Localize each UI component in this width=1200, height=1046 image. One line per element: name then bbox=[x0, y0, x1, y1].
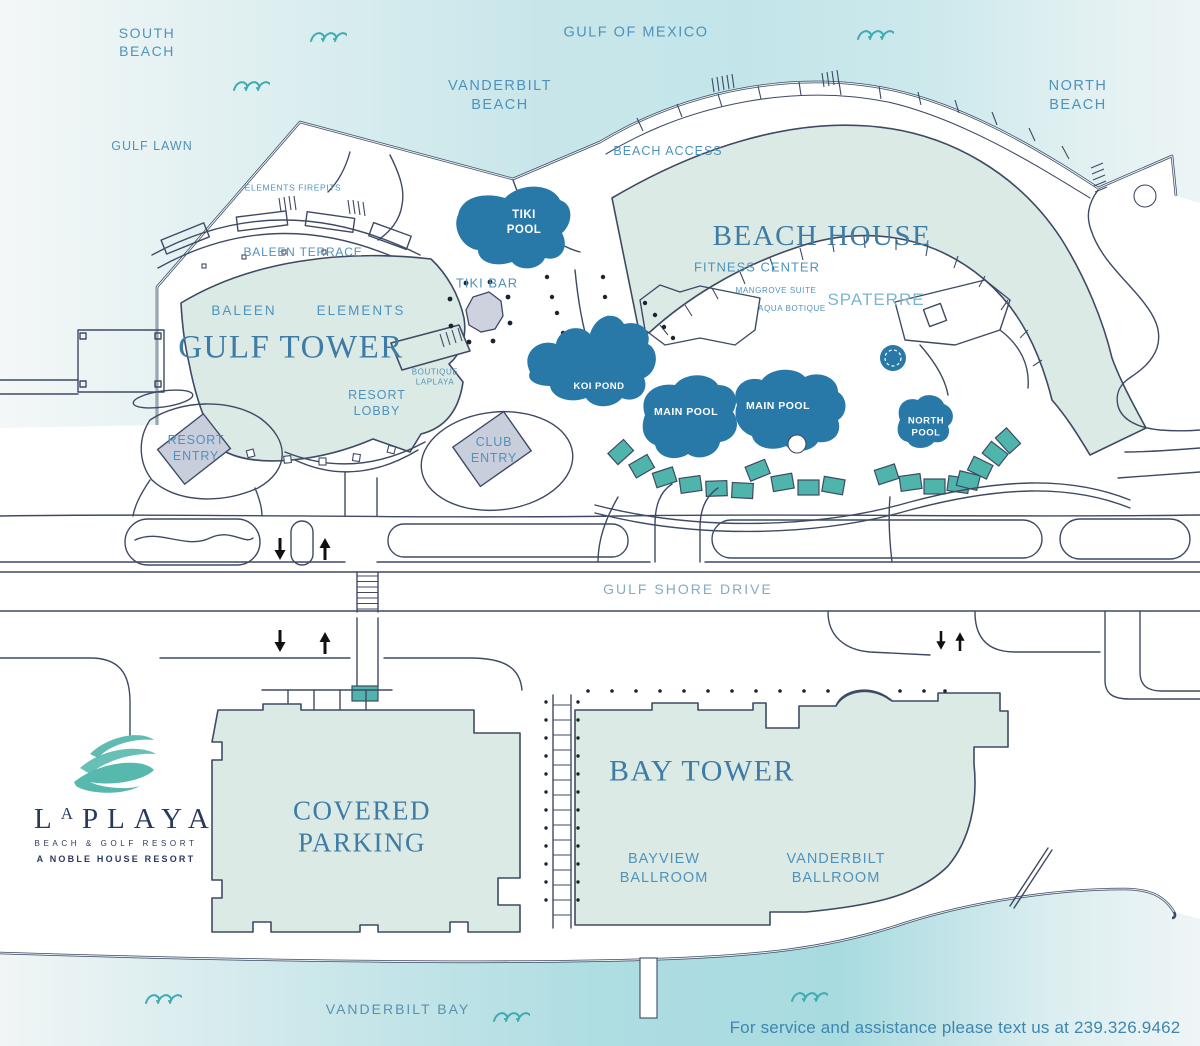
down-arrow bbox=[274, 630, 286, 652]
spaterre-hot-tub bbox=[880, 345, 906, 371]
label-tiki-pool: TIKI POOL bbox=[506, 209, 542, 236]
label-gulf-shore-drive: GULF SHORE DRIVE bbox=[603, 580, 773, 597]
label-covered-parking: COVERED PARKING bbox=[293, 795, 431, 858]
beach-house-balconies bbox=[659, 235, 1043, 367]
club-entry-loop bbox=[420, 410, 574, 512]
tiki-bar-octagon bbox=[465, 291, 504, 333]
vanderbilt-bay-water bbox=[0, 889, 1200, 1046]
tiki-bar-area bbox=[447, 279, 513, 345]
logo-tagline: BEACH & GOLF RESORT bbox=[34, 839, 198, 848]
gulf-water bbox=[0, 0, 1200, 428]
bay-tower-building bbox=[574, 689, 1009, 926]
gulf-shore-drive-road bbox=[0, 471, 1200, 736]
label-elements: ELEMENTS bbox=[316, 303, 406, 319]
koi-pond bbox=[527, 315, 656, 407]
gulf-lawn-structures bbox=[0, 329, 194, 409]
parking-ramp-lanes bbox=[261, 689, 393, 711]
north-walkway bbox=[1087, 189, 1200, 432]
label-bayview-ballroom: BAYVIEW BALLROOM bbox=[619, 851, 709, 886]
label-fitness-center: FITNESS CENTER bbox=[694, 259, 820, 275]
label-resort-entry: RESORT ENTRY bbox=[167, 432, 225, 463]
label-baleen: BALEEN bbox=[211, 303, 277, 319]
gulf-tower-building bbox=[180, 254, 466, 462]
label-spaterre: SPATERRE bbox=[827, 289, 925, 309]
north-beach-wedge bbox=[1090, 154, 1178, 208]
crosswalk bbox=[351, 571, 379, 702]
label-vanderbilt-bay: VANDERBILT BAY bbox=[325, 1000, 471, 1017]
up-arrow bbox=[319, 632, 331, 654]
label-club-entry: CLUB ENTRY bbox=[470, 434, 518, 465]
wedge-hot-tub bbox=[1133, 184, 1157, 208]
label-aqua-botique: AQUA BOTIQUE bbox=[758, 303, 826, 313]
traffic-arrows bbox=[274, 538, 965, 654]
label-boutique-laplaya: BOUTIQUE LAPLAYA bbox=[411, 367, 459, 387]
north-pool bbox=[897, 395, 953, 448]
boat-ramp bbox=[1009, 847, 1053, 909]
main-pool-west bbox=[642, 375, 737, 459]
resort-logo: LAPLAYA BEACH & GOLF RESORT A NOBLE HOUS… bbox=[28, 732, 218, 864]
parking-entry-pad bbox=[351, 685, 379, 702]
pier bbox=[639, 957, 658, 1019]
resort-entry-box bbox=[156, 412, 232, 486]
tower-posts bbox=[245, 444, 397, 466]
label-vanderbilt-beach: VANDERBILT BEACH bbox=[448, 78, 552, 113]
label-vanderbilt-ballroom: VANDERBILT BALLROOM bbox=[786, 851, 886, 886]
beach-stairs bbox=[711, 69, 840, 93]
resort-entry-loop bbox=[140, 403, 283, 500]
label-mangrove-suite: MANGROVE SUITE bbox=[735, 285, 817, 295]
porte-cochere bbox=[835, 690, 891, 707]
baleen-terrace-structures bbox=[151, 195, 421, 269]
wall-segments bbox=[636, 81, 1070, 160]
boutique-laplaya-wing bbox=[390, 324, 471, 371]
service-assistance-text: For service and assistance please text u… bbox=[729, 1018, 1181, 1037]
label-tiki-bar: TIKI BAR bbox=[455, 275, 519, 291]
logo-noble-house: A NOBLE HOUSE RESORT bbox=[36, 854, 196, 864]
boutique-stairs bbox=[439, 327, 463, 348]
label-main-pool-west: MAIN POOL bbox=[654, 406, 718, 419]
logo-wordmark: LAPLAYA bbox=[34, 803, 218, 835]
label-gulf-tower: GULF TOWER bbox=[178, 329, 404, 366]
label-north-pool: NORTH POOL bbox=[907, 415, 945, 439]
label-elements-firepits: ELEMENTS FIREPITS bbox=[244, 182, 342, 193]
label-koi-pond: KOI POND bbox=[573, 380, 625, 392]
logo-wave-icon bbox=[74, 735, 156, 793]
down-arrow bbox=[274, 538, 286, 560]
label-gulf-lawn: GULF LAWN bbox=[111, 138, 193, 153]
label-north-beach: NORTH BEACH bbox=[1048, 78, 1108, 113]
label-south-beach: SOUTH BEACH bbox=[118, 24, 176, 59]
label-beach-access: BEACH ACCESS bbox=[613, 143, 723, 158]
label-gulf-of-mexico: GULF OF MEXICO bbox=[563, 24, 709, 41]
beach-house-outer-wall bbox=[605, 94, 1091, 199]
covered-parking-building bbox=[211, 703, 521, 933]
bay-tower-walk-dots bbox=[586, 689, 947, 693]
label-bay-tower: BAY TOWER bbox=[608, 754, 796, 788]
label-baleen-terrace: BALEEN TERRACE bbox=[243, 245, 363, 260]
fitness-center-wing bbox=[639, 284, 761, 346]
down-arrow bbox=[936, 631, 946, 650]
main-pool-east bbox=[735, 369, 846, 451]
tiki-pool bbox=[456, 186, 571, 269]
pool-spa-circle bbox=[787, 434, 807, 454]
pergola-walkway bbox=[544, 694, 580, 929]
up-arrow bbox=[955, 632, 965, 651]
spa-structure bbox=[922, 302, 948, 328]
label-beach-house: BEACH HOUSE bbox=[712, 220, 932, 253]
label-main-pool-east: MAIN POOL bbox=[746, 400, 810, 413]
label-resort-lobby: RESORT LOBBY bbox=[348, 387, 406, 418]
cabanas bbox=[607, 427, 1022, 500]
up-arrow bbox=[319, 538, 331, 560]
club-entry-box bbox=[451, 410, 533, 488]
